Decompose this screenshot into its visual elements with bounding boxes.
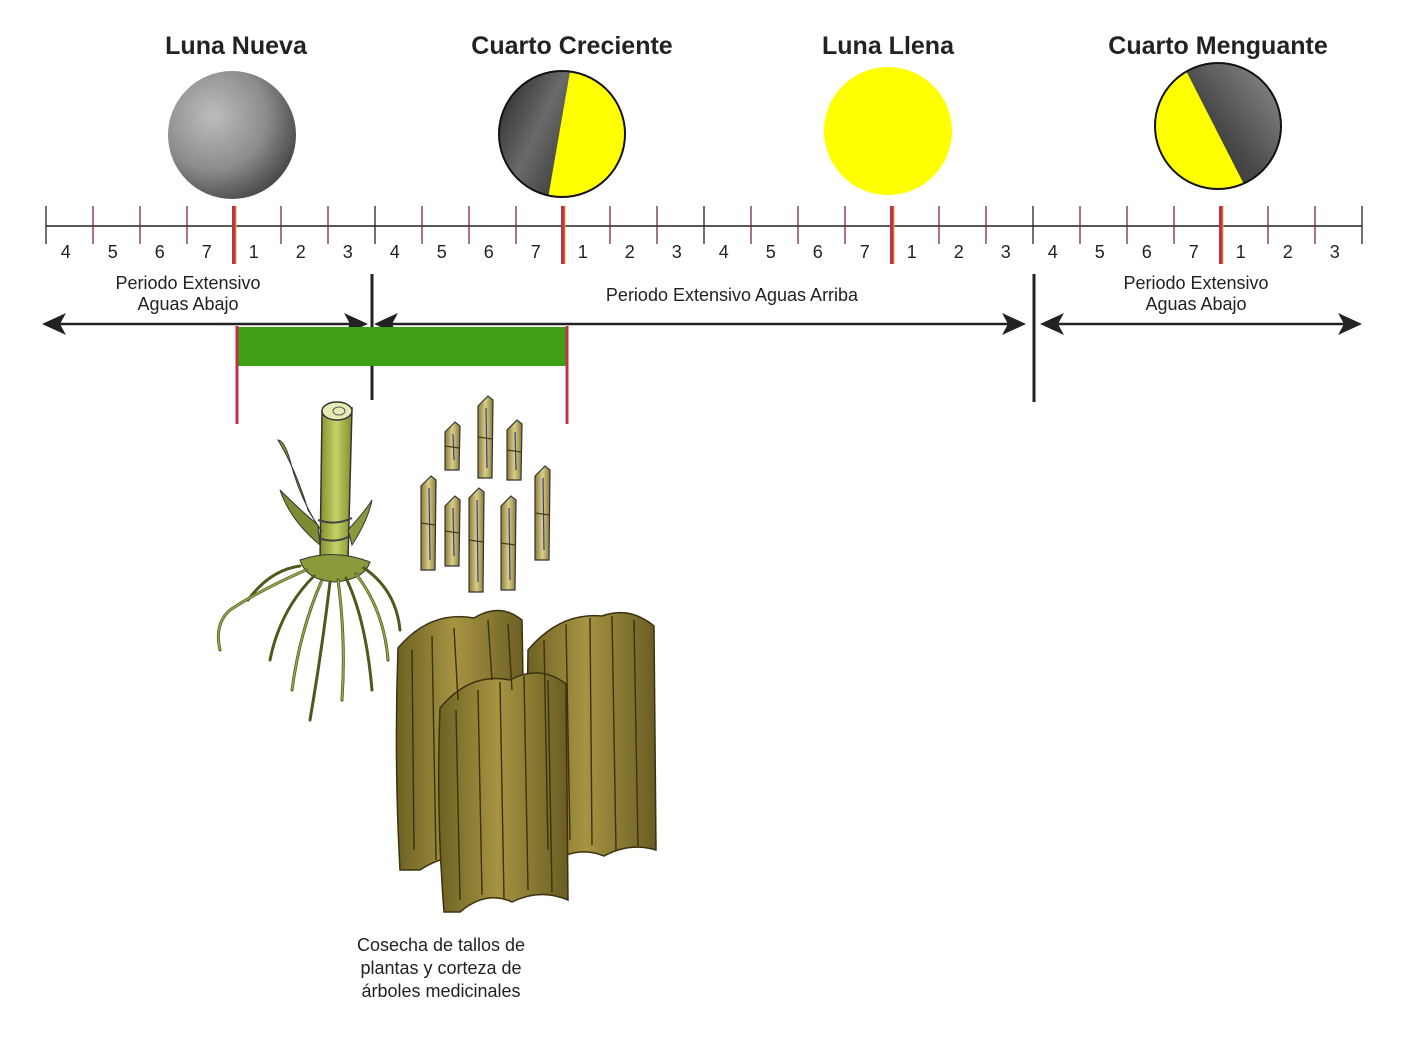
phase-title-full-moon: Luna Llena	[822, 32, 954, 60]
day-label: 4	[61, 242, 71, 262]
arrowhead-left-1	[42, 313, 66, 335]
day-label: 5	[766, 242, 776, 262]
phase-title-new-moon: Luna Nueva	[165, 32, 307, 60]
day-label: 7	[1189, 242, 1199, 262]
stem-piece	[468, 487, 485, 593]
harvest-window-bar	[237, 327, 567, 366]
day-label: 6	[813, 242, 823, 262]
first-quarter-moon-icon	[498, 70, 626, 198]
stem-piece	[477, 395, 494, 479]
period-arrows	[42, 274, 1362, 402]
arrowhead-right-1	[1040, 313, 1064, 335]
day-label: 4	[390, 242, 400, 262]
period-label-downstream-left: Periodo Extensivo Aguas Abajo	[115, 273, 260, 315]
day-label: 1	[249, 242, 259, 262]
day-label: 2	[1283, 242, 1293, 262]
new-moon-icon	[168, 71, 296, 199]
plant-roots-illustration	[216, 401, 402, 722]
period-left-line2: Aguas Abajo	[137, 294, 239, 314]
stem-piece	[534, 465, 551, 561]
day-label: 7	[860, 242, 870, 262]
period-right-line1: Periodo Extensivo	[1123, 273, 1269, 293]
caption-line1: Cosecha de tallos de	[356, 935, 526, 955]
stem-piece	[506, 419, 523, 481]
period-left-line1: Periodo Extensivo	[115, 273, 261, 293]
day-label: 2	[296, 242, 306, 262]
day-label: 1	[1236, 242, 1246, 262]
day-label: 3	[1330, 242, 1340, 262]
stem-piece	[500, 495, 517, 591]
day-label: 5	[1095, 242, 1105, 262]
caption-line2: plantas y corteza de	[360, 958, 522, 978]
period-label-downstream-right: Periodo Extensivo Aguas Abajo	[1123, 273, 1268, 315]
day-label: 6	[1142, 242, 1152, 262]
day-label: 3	[672, 242, 682, 262]
day-label: 2	[954, 242, 964, 262]
cut-stems-illustration	[420, 395, 551, 593]
day-timeline: 4 5 6 7 1 2 3 4 5 6 7 1 2 3 4 5 6 7 1 2 3 4 5 6 7 1 2 3	[45, 206, 1363, 264]
bark-sheets-illustration	[395, 609, 657, 913]
day-label: 2	[625, 242, 635, 262]
harvest-caption: Cosecha de tallos de plantas y corteza d…	[357, 934, 525, 1003]
day-label: 5	[108, 242, 118, 262]
day-label: 4	[719, 242, 729, 262]
day-label: 4	[1048, 242, 1058, 262]
harvest-window	[235, 326, 569, 424]
day-label: 3	[1001, 242, 1011, 262]
day-label: 7	[531, 242, 541, 262]
stem-piece	[444, 421, 461, 471]
day-label: 1	[907, 242, 917, 262]
day-label: 3	[343, 242, 353, 262]
stem-piece	[444, 495, 461, 567]
period-label-upstream: Periodo Extensivo Aguas Arriba	[606, 285, 858, 306]
phase-title-last-quarter: Cuarto Menguante	[1108, 32, 1328, 60]
last-quarter-moon-icon	[1154, 62, 1282, 190]
period-middle-line1: Periodo Extensivo Aguas Arriba	[605, 285, 859, 305]
arrowhead-mid-2	[1002, 313, 1026, 335]
day-label: 6	[155, 242, 165, 262]
day-label: 1	[578, 242, 588, 262]
phase-title-first-quarter: Cuarto Creciente	[471, 32, 673, 60]
arrowhead-right-2	[1338, 313, 1362, 335]
period-right-line2: Aguas Abajo	[1145, 294, 1247, 314]
day-label: 7	[202, 242, 212, 262]
caption-line3: árboles medicinales	[361, 981, 521, 1001]
day-label: 6	[484, 242, 494, 262]
stem-piece	[420, 475, 437, 571]
day-label: 5	[437, 242, 447, 262]
full-moon-icon	[824, 67, 952, 195]
